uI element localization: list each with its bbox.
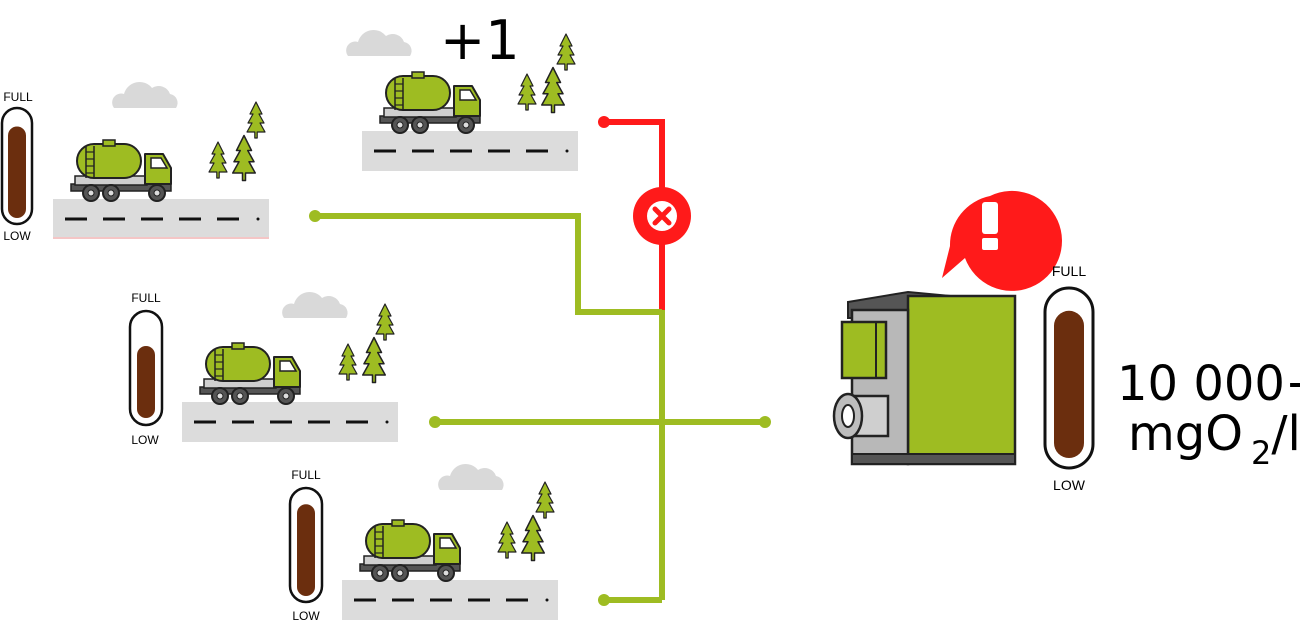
truck-c-level-gauge: FULL LOW <box>288 468 324 623</box>
gauge-low-label: LOW <box>292 609 320 623</box>
gauge-fill <box>1054 310 1084 458</box>
treatment-unit-icon <box>832 290 1017 466</box>
gauge-low-label: LOW <box>3 229 31 243</box>
gauge-full-label: FULL <box>3 90 33 104</box>
tanker-truck-icon <box>379 71 481 134</box>
tree-icon <box>556 33 576 71</box>
tanker-truck-icon <box>70 139 172 202</box>
tanker-truck-icon <box>199 342 301 405</box>
tree-icon <box>497 521 517 559</box>
gauge-low-label: LOW <box>131 433 159 447</box>
tree-icon <box>208 141 228 179</box>
tree-icon <box>541 66 565 114</box>
pipe-endpoint-truck-b <box>429 416 441 428</box>
tree-icon <box>232 134 256 182</box>
gauge-full-label: FULL <box>291 468 321 482</box>
gauge-full-label: FULL <box>131 291 161 305</box>
tree-icon <box>535 481 555 519</box>
truck-b-scene: FULL LOW <box>128 291 400 447</box>
exclamation-icon <box>942 190 1062 291</box>
tree-icon <box>246 101 266 139</box>
cloud-icon <box>438 463 504 490</box>
truck-b-level-gauge: FULL LOW <box>128 291 164 447</box>
road <box>340 578 560 622</box>
gauge-fill <box>137 346 155 418</box>
cloud-icon <box>346 29 412 56</box>
gauge-fill <box>297 504 315 596</box>
close-circle-icon <box>633 187 691 245</box>
pipe-endpoint-truck-a <box>309 210 321 222</box>
gauge-full-label: FULL <box>1052 263 1086 279</box>
gauge-fill <box>8 126 26 218</box>
plus-indicator: +1 <box>440 9 520 72</box>
tree-icon <box>521 514 545 562</box>
tree-icon <box>338 343 358 381</box>
concentration-value: 10 000+ <box>1117 356 1300 412</box>
pipe-endpoint-station <box>759 416 771 428</box>
pipe-line-truck-a <box>315 213 662 315</box>
pipe-network <box>309 116 771 606</box>
road <box>360 129 580 173</box>
cloud-icon <box>112 81 178 108</box>
tree-icon <box>375 303 395 341</box>
tree-icon <box>517 73 537 111</box>
gauge-low-label: LOW <box>1053 477 1086 493</box>
blocked-pipe-line <box>604 119 665 310</box>
road <box>180 400 400 444</box>
truck-a-scene: FULL LOW <box>0 81 271 243</box>
new-truck-scene: +1 <box>346 9 580 173</box>
station-level-gauge: FULL LOW <box>1043 263 1095 493</box>
tree-icon <box>362 336 386 384</box>
road <box>51 197 271 241</box>
truck-a-level-gauge: FULL LOW <box>0 90 34 243</box>
truck-c-scene: FULL LOW <box>288 463 560 623</box>
tanker-truck-icon <box>359 519 461 582</box>
cloud-icon <box>282 291 348 318</box>
pipe-endpoint-truck-c <box>598 594 610 606</box>
blocked-pipe-endpoint <box>598 116 610 128</box>
